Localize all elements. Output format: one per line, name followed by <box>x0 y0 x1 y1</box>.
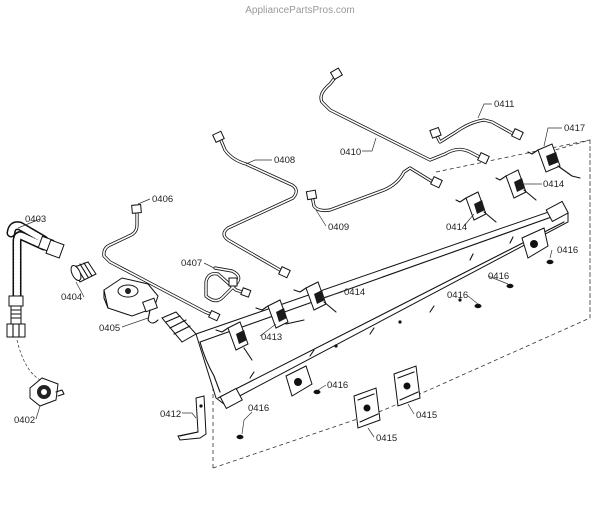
valve-0414-mid <box>455 191 497 223</box>
callout-0416-c: 0416 <box>447 290 468 301</box>
callout-0416-b: 0416 <box>327 380 348 391</box>
callout-0405: 0405 <box>99 323 120 334</box>
tube-0407 <box>204 266 252 303</box>
callout-0414-b: 0414 <box>446 222 467 233</box>
tube-0406 <box>102 204 221 322</box>
switch-plate-0415-left <box>353 387 381 429</box>
callout-0416-d: 0416 <box>557 245 578 256</box>
callout-0412: 0412 <box>160 409 181 420</box>
callout-0417: 0417 <box>564 123 585 134</box>
tube-0410 <box>319 67 490 165</box>
callout-0408: 0408 <box>274 155 295 166</box>
screws-0416 <box>236 259 554 440</box>
switch-plate-0415-right <box>393 365 421 407</box>
tube-0411 <box>429 118 524 144</box>
flex-hose-0403 <box>6 221 65 338</box>
callout-0413: 0413 <box>261 332 282 343</box>
gas-valve-0402 <box>29 377 65 407</box>
tube-0409 <box>305 166 443 213</box>
tube-0408 <box>212 130 298 279</box>
callout-0406: 0406 <box>152 194 173 205</box>
callout-0410: 0410 <box>340 147 361 158</box>
manifold-bar <box>195 200 569 410</box>
valve-0414-upper <box>495 169 537 201</box>
leader-lines <box>17 103 562 438</box>
valve-0413 <box>255 299 305 329</box>
callout-0414-a: 0414 <box>344 287 365 298</box>
callout-0409: 0409 <box>328 222 349 233</box>
callout-0414-c: 0414 <box>543 179 564 190</box>
callout-0411: 0411 <box>494 99 514 110</box>
valve-c <box>293 281 337 313</box>
callout-0403: 0403 <box>25 214 46 225</box>
callout-0407: 0407 <box>181 258 202 269</box>
assembly-boundary-top <box>435 139 591 173</box>
callout-0402: 0402 <box>14 415 35 426</box>
adapter-0404 <box>70 261 97 283</box>
callout-0416-e: 0416 <box>488 271 509 282</box>
bracket-0412 <box>177 395 207 441</box>
watermark: AppliancePartsPros.com <box>245 5 355 16</box>
regulator-0405 <box>103 277 197 343</box>
callout-0416-a: 0416 <box>248 403 269 414</box>
callout-0404: 0404 <box>61 292 82 303</box>
valve-a <box>215 321 253 361</box>
callout-0415-a: 0415 <box>376 433 397 444</box>
callout-0415-b: 0415 <box>416 410 437 421</box>
valve-0414-right <box>527 143 581 179</box>
